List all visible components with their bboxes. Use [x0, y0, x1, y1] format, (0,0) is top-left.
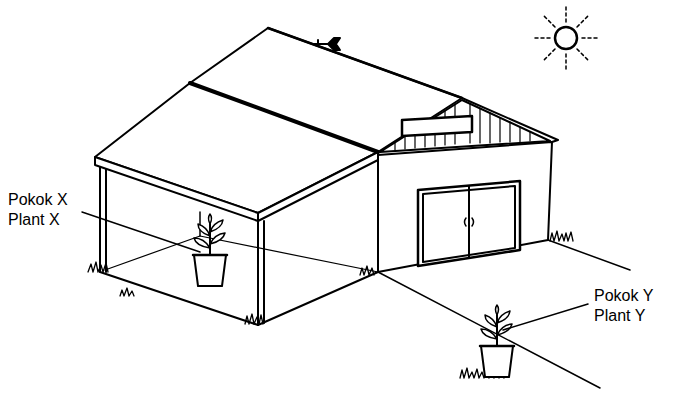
gable-window	[402, 116, 472, 136]
plant-label: Pokok X	[6, 190, 70, 209]
plant-label: Pokok Y	[592, 286, 655, 305]
garage-wall	[378, 142, 552, 272]
grass	[88, 231, 573, 378]
carport-floor	[100, 225, 378, 325]
leader-line	[82, 212, 200, 252]
plant-x	[193, 214, 227, 286]
garage-door	[418, 181, 520, 266]
sun	[534, 6, 598, 70]
plant-label: Plant X	[6, 210, 62, 229]
carport-roof	[95, 83, 378, 213]
leader-line	[503, 304, 588, 330]
plant-y	[480, 305, 514, 377]
plant-label: Plant Y	[592, 306, 647, 325]
